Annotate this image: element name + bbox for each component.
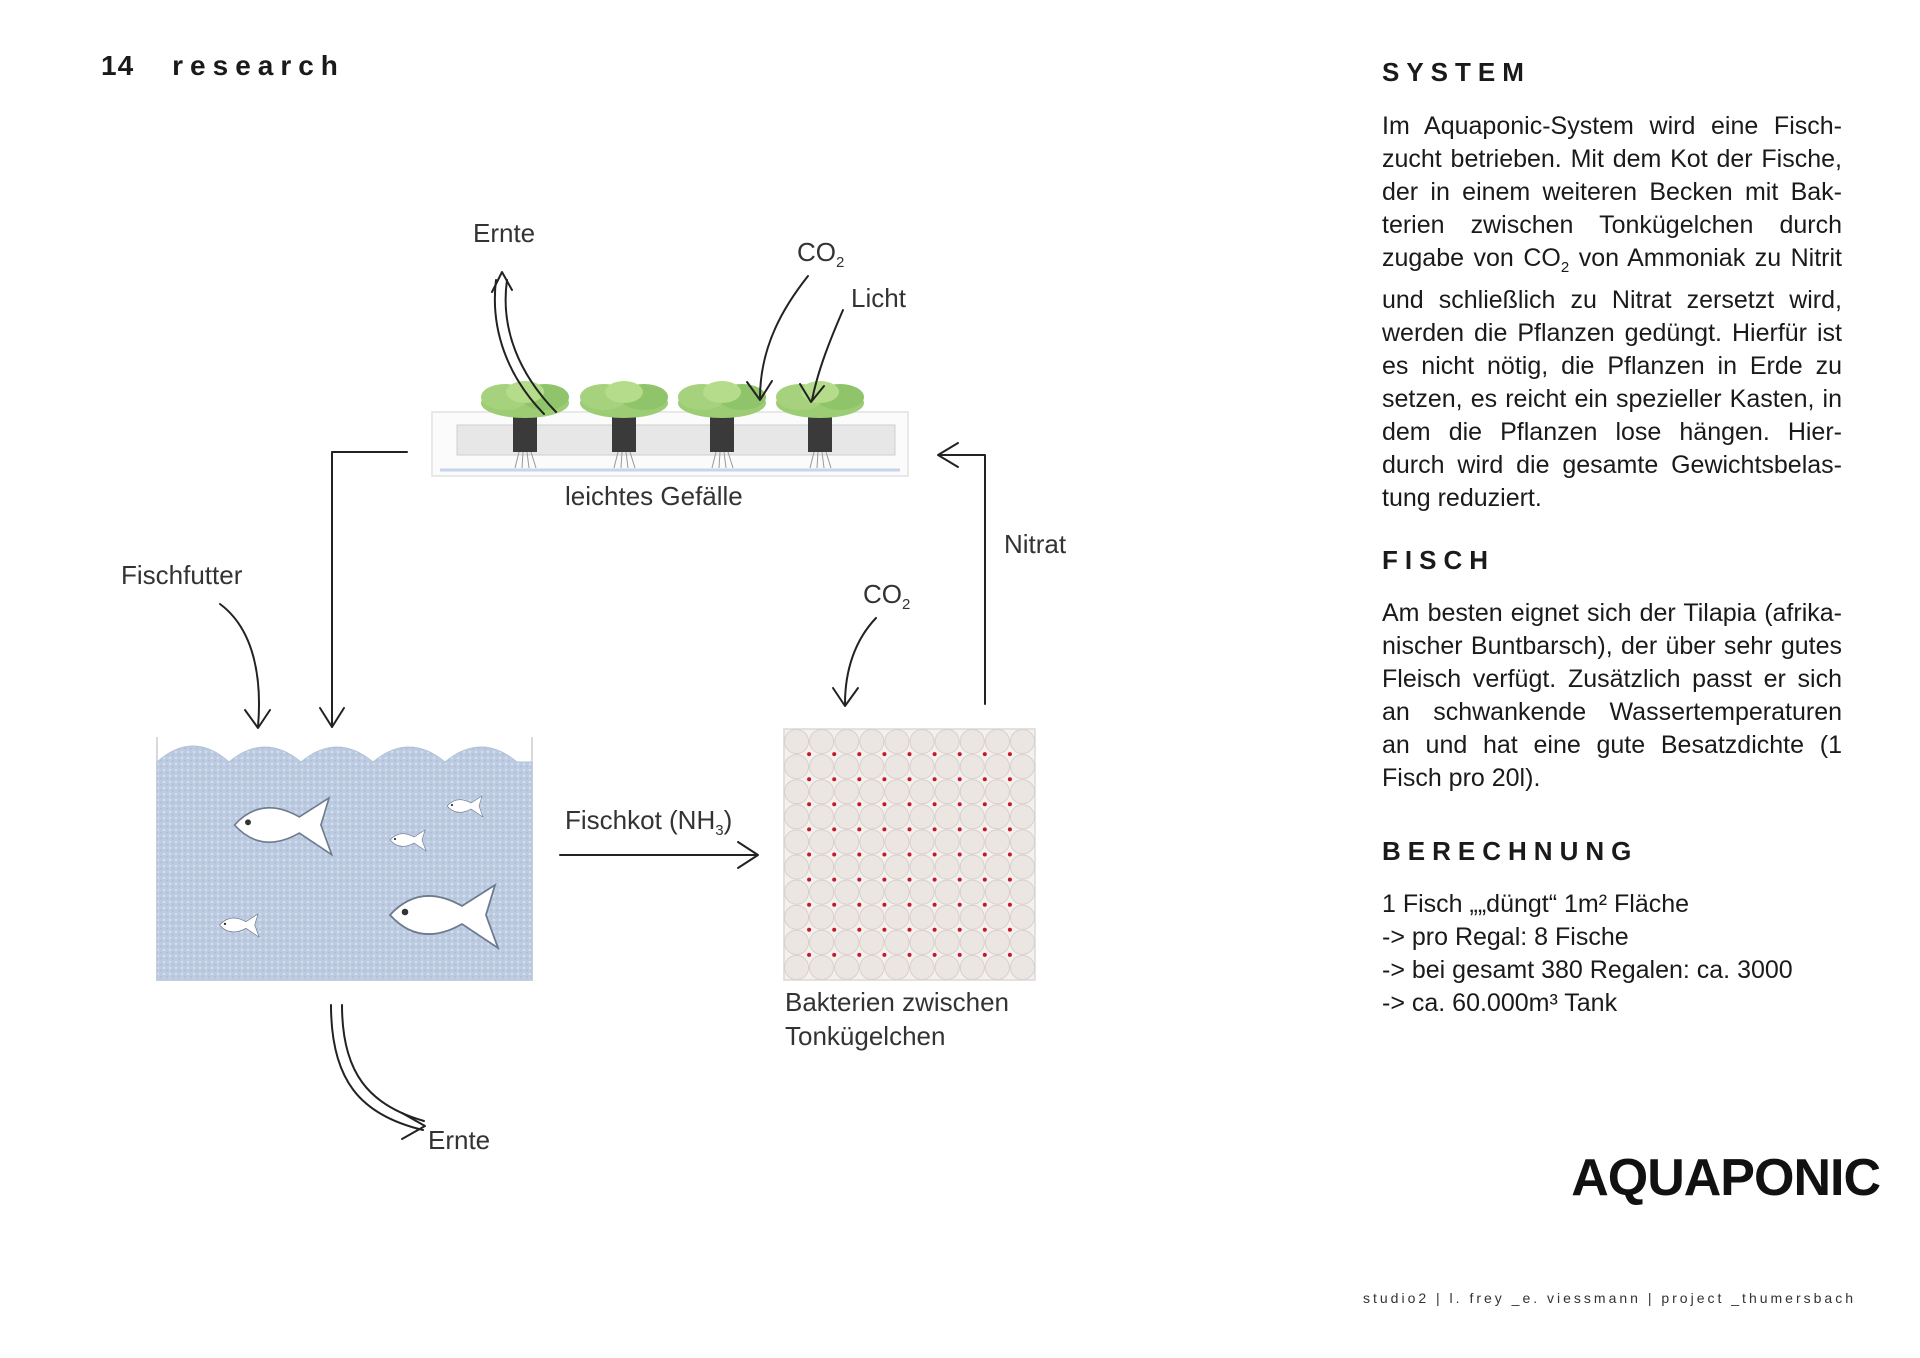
fish-food-arrow: [220, 604, 259, 727]
co2-mid-arrow: [845, 618, 876, 704]
harvest-fish-label: Ernte: [428, 1125, 490, 1156]
system-text: Im Aquaponic-System wird eine Fisch-zuch…: [1382, 110, 1842, 515]
nitrate-label: Nitrat: [1004, 529, 1066, 560]
calculation-line: -> ca. 60.000m³ Tank: [1382, 987, 1842, 1020]
plant-tray: [432, 412, 908, 476]
calculation-line: -> bei gesamt 380 Regalen: ca. 3000: [1382, 954, 1842, 987]
nitrate-arrow: [940, 455, 985, 704]
fish-tank: [157, 737, 532, 980]
co2-top-arrow: [760, 276, 808, 398]
light-label: Licht: [851, 283, 906, 314]
harvest-plants-label: Ernte: [473, 218, 535, 249]
calculation-line: -> pro Regal: 8 Fische: [1382, 921, 1842, 954]
co2-mid-label: CO2: [863, 579, 910, 613]
slope-label: leichtes Gefälle: [565, 481, 743, 512]
fish-heading: FISCH: [1382, 545, 1495, 576]
fish-waste-label: Fischkot (NH3): [565, 805, 732, 839]
fish-food-label: Fischfutter: [121, 560, 242, 591]
system-heading: SYSTEM: [1382, 57, 1531, 88]
harvest-fish-arrow: [331, 1005, 423, 1130]
page-title: AQUAPONIC: [1571, 1148, 1880, 1208]
calculation-heading: BERECHNUNG: [1382, 836, 1638, 867]
calculation-line: 1 Fisch „„düngt“ 1m² Fläche: [1382, 888, 1842, 921]
footer-credits: studio2 | l. frey _e. viessmann | projec…: [1363, 1290, 1856, 1306]
calculation-list: 1 Fisch „„düngt“ 1m² Fläche -> pro Regal…: [1382, 888, 1842, 1020]
tray-to-tank-arrow: [332, 452, 407, 727]
fish-text: Am besten eignet sich der Tilapia (afrik…: [1382, 597, 1842, 795]
co2-top-label: CO2: [797, 237, 844, 271]
